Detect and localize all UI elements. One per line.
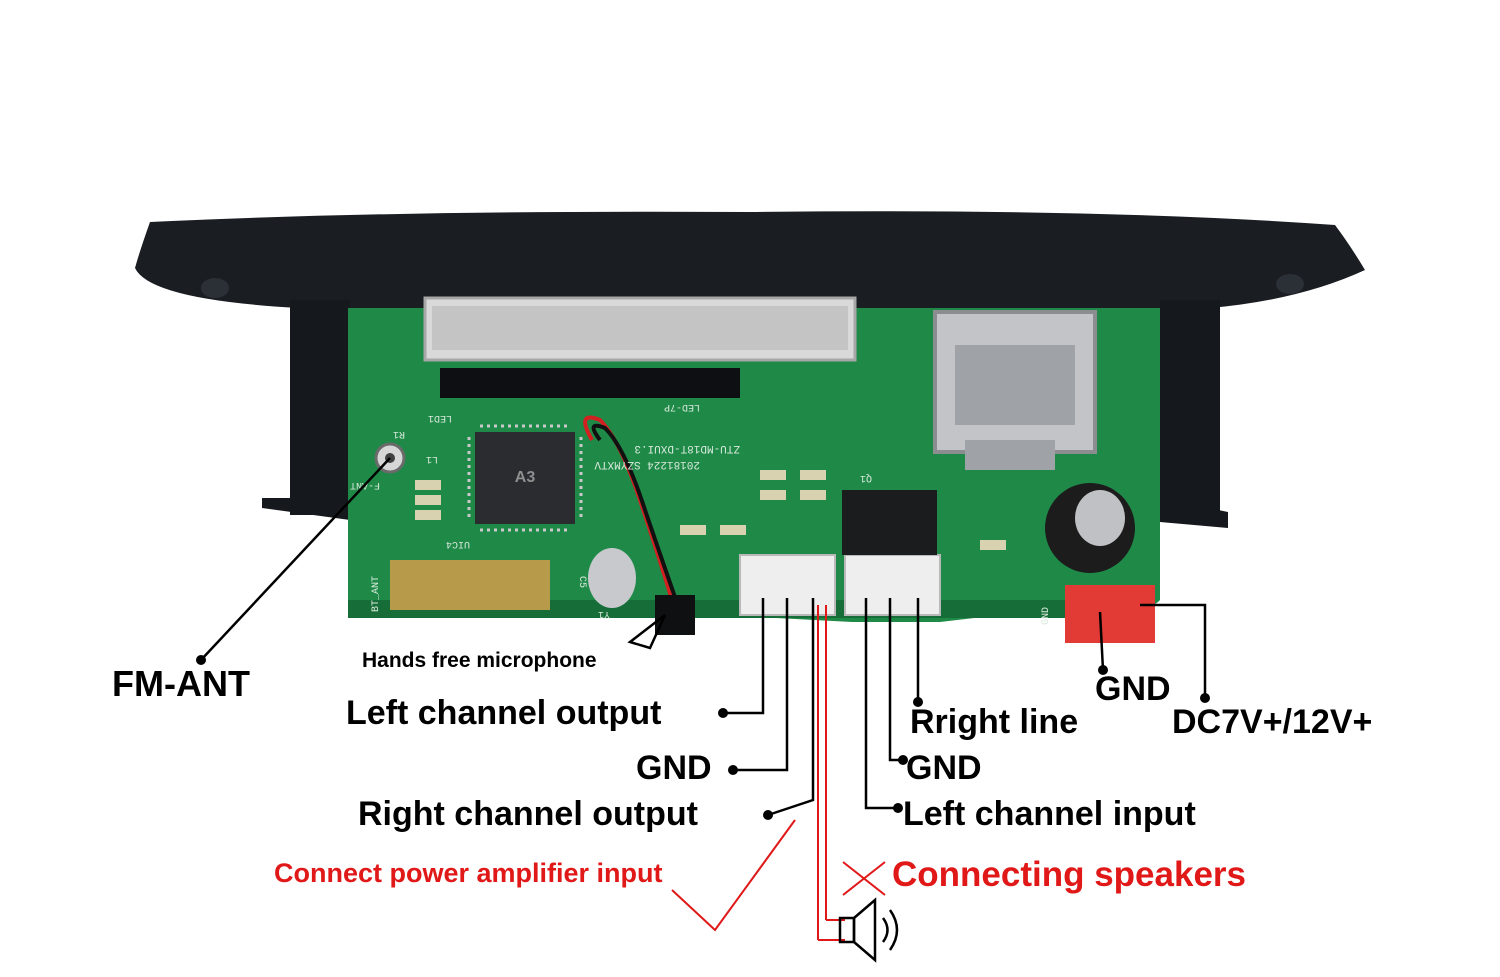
callout-line-left-in: [864, 598, 898, 810]
main-chip: [475, 432, 575, 524]
callout-line-gnd-power: [1098, 611, 1105, 671]
label-hands-free-mic: Hands free microphone: [362, 649, 597, 672]
chip-marking: A3: [515, 469, 536, 486]
silk-model: ZTU-MD18T-DXUI.3: [634, 442, 740, 454]
connector-input: [844, 554, 941, 616]
speaker-icon: [838, 897, 899, 963]
silk-c5: C5: [576, 576, 587, 588]
front-panel: [135, 211, 1365, 308]
panel-screw-right: [1276, 274, 1304, 294]
voltage-regulator: [842, 490, 937, 555]
led-header: [440, 368, 740, 398]
silk-gnd: GND: [1041, 607, 1052, 625]
label-left-channel-output: Left channel output: [346, 694, 662, 732]
amp-input-pointer: [671, 819, 796, 932]
silk-led-7p: LED-7P: [664, 401, 700, 412]
callout-line-left-out: [723, 598, 765, 715]
smd-components: [415, 470, 1006, 550]
label-dc-power: DC7V+/12V+: [1172, 703, 1373, 741]
mic-wire-black: [591, 423, 678, 601]
label-left-channel-input: Left channel input: [903, 795, 1196, 833]
silk-l1: L1: [426, 453, 438, 464]
silk-q1: Q1: [860, 472, 872, 483]
label-right-line: Rright line: [910, 703, 1079, 741]
silk-uic: UIC4: [446, 538, 470, 549]
label-gnd-output: GND: [636, 749, 712, 787]
usb-port-tongue: [955, 345, 1075, 425]
callout-line-mic: [627, 614, 667, 650]
crystal: [588, 548, 636, 608]
microphone: [655, 595, 695, 635]
mount-post-right: [1160, 300, 1220, 515]
callout-line-gnd-in: [888, 598, 903, 762]
callout-line-right-out: [767, 598, 815, 817]
mount-post-left: [290, 300, 350, 515]
mount-foot-right: [1160, 498, 1228, 528]
cross-line-2: [842, 861, 886, 896]
callout-line-gnd-out: [733, 598, 789, 772]
silk-r1: R1: [393, 428, 405, 439]
red-annotation-lines: [671, 605, 886, 941]
silk-bt-ant: BT_ANT: [371, 576, 382, 612]
power-connector: [1065, 585, 1155, 643]
panel-screw-left: [201, 278, 229, 298]
label-connecting-speakers: Connecting speakers: [892, 855, 1246, 894]
callout-dots: [196, 655, 1210, 820]
sd-card-slot-inner: [432, 306, 848, 350]
label-gnd-power: GND: [1095, 670, 1171, 708]
label-amp-input: Connect power amplifier input: [274, 858, 663, 888]
silk-date: 20181224 SZYMXTV: [594, 458, 700, 470]
silk-led: LED1: [428, 412, 452, 423]
callout-line-dc-power: [1140, 603, 1207, 698]
usb-pins: [965, 440, 1055, 470]
label-right-channel-output: Right channel output: [358, 795, 698, 833]
callout-line-fm-ant: [200, 457, 391, 661]
chip-pins: [467, 424, 583, 532]
label-gnd-input: GND: [906, 749, 982, 787]
label-fm-ant: FM-ANT: [112, 663, 250, 704]
bt-antenna-pad: [390, 560, 550, 610]
mount-foot-left: [262, 498, 350, 520]
silk-y1: Y1: [598, 608, 610, 619]
